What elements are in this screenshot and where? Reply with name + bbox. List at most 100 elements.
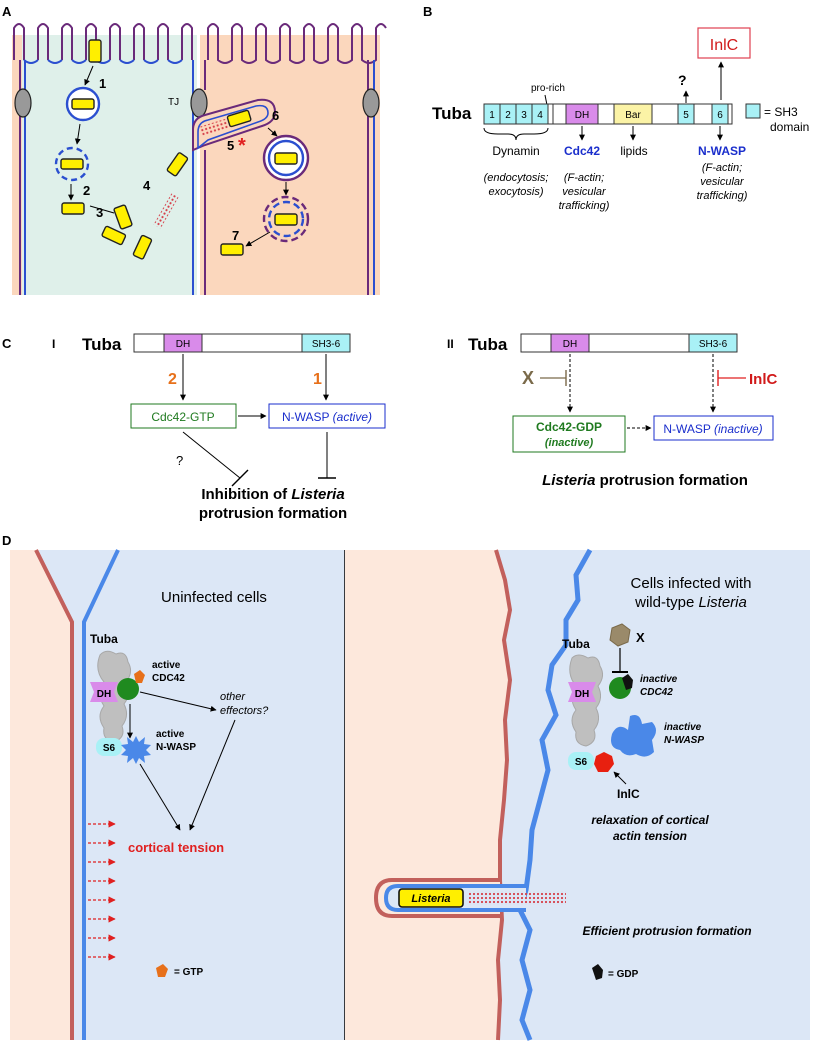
d-right-title1: Cells infected with [631, 575, 752, 592]
d-left-title: Uninfected cells [161, 589, 267, 606]
gtp-icon-legend [156, 964, 168, 977]
d-left-arrow-other [139, 691, 217, 712]
panel-letter-b: B [423, 4, 432, 19]
sh3-label-6: 6 [717, 110, 723, 121]
step-5: 5 [227, 138, 234, 153]
bacterium-4 [166, 152, 189, 177]
d-right-relax2: actin tension [613, 829, 687, 843]
tuba-c2: Tuba [468, 335, 508, 354]
question-mark: ? [678, 72, 687, 88]
step-1: 1 [99, 76, 106, 91]
d-right-nwasp-shape [611, 715, 656, 757]
cdc42-gdp-box [512, 415, 626, 453]
dh-c2-label: DH [563, 339, 577, 350]
vacuole-7 [262, 195, 310, 243]
pro-rich-line [544, 94, 548, 106]
cdc42-gdp-state: (inactive) [545, 437, 594, 449]
sh3-5 [677, 103, 695, 125]
dh-domain [565, 103, 599, 125]
d-right-dh-shape [568, 682, 596, 702]
step-7: 7 [232, 228, 239, 243]
vacuole-6-inner [267, 139, 305, 177]
gdp-icon-legend [592, 964, 603, 980]
vacuole-7-inner [267, 200, 305, 238]
d-left-other-1: other [220, 691, 246, 703]
sh3-c1-label: SH3-6 [312, 339, 341, 350]
d-left-s6-label: S6 [103, 743, 116, 754]
dynamin-brace [483, 127, 549, 141]
num-2: 2 [168, 371, 177, 388]
inlc-label: InlC [710, 37, 738, 54]
d-right-relax1: relaxation of cortical [591, 813, 709, 827]
peach-cell-left [12, 35, 22, 295]
bacterium-2 [60, 158, 84, 170]
d-right-inactive-cdc42-2: CDC42 [640, 687, 673, 698]
d-left-arrow-tension1 [139, 763, 181, 831]
green-cell [17, 35, 197, 295]
nwasp-inactive-box [653, 415, 774, 441]
nwasp-sub3: trafficking) [697, 190, 748, 202]
inlc-c2: InlC [749, 371, 777, 388]
d-right-s6-label: S6 [575, 757, 588, 768]
bacterium-5 [226, 109, 252, 128]
d-listeria-tail [468, 891, 566, 905]
d-right-dh: DH [575, 689, 589, 700]
sh3-legend-text-2: domain [770, 120, 809, 134]
d-left-dh: DH [97, 689, 111, 700]
dh-c2 [550, 333, 590, 353]
actin-tail-4 [153, 193, 179, 229]
d-right-title2: wild-type Listeria [634, 594, 747, 611]
inhibit-c1-cdc [182, 431, 241, 479]
cdc42-sub3: trafficking) [559, 200, 610, 212]
nwasp-active: N-WASP (active) [282, 410, 372, 424]
line-a-3 [89, 205, 115, 214]
pro-rich-box [547, 103, 554, 125]
inlc-box [697, 27, 751, 59]
microvilli-top-blue [23, 59, 183, 64]
result-c1-line1: Inhibition of Listeria [201, 486, 344, 503]
dynamin-sub2: exocytosis) [488, 186, 543, 198]
nwasp-sub1: (F-actin; [702, 162, 742, 174]
bacterium-7-free [220, 243, 244, 256]
sh3-label-2: 2 [505, 110, 511, 121]
dh-c1 [163, 333, 203, 353]
sh3-c1 [301, 333, 351, 353]
sh3-label-5: 5 [683, 110, 689, 121]
tight-junction-mid [190, 88, 208, 118]
cdc42-sub2: vesicular [562, 186, 607, 198]
d-right-blue-membrane [517, 548, 593, 1041]
microvilli-left [13, 23, 193, 60]
tight-junction-left [14, 88, 32, 118]
d-right-inlc-arrow [613, 771, 627, 785]
d-right-x: X [636, 630, 645, 645]
cdc42-gtp: Cdc42-GTP [151, 410, 214, 424]
d-left-active-cdc42-1: active [152, 660, 181, 671]
d-left-tuba: Tuba [90, 632, 118, 646]
d-right-inlc-shape [594, 752, 614, 772]
protrusion-tail [199, 117, 233, 137]
step-3: 3 [96, 205, 103, 220]
d-left-active-cdc42-2: CDC42 [152, 673, 185, 684]
cdc42-gdp: Cdc42-GDP [536, 420, 602, 434]
tuba-b: Tuba [432, 104, 472, 123]
sh3-legend-text: = SH3 [764, 105, 798, 119]
bacterium-3b [101, 225, 127, 246]
d-left-gtp: = GTP [174, 967, 204, 978]
result-c1-line2: protrusion formation [199, 505, 347, 522]
inhibit-c1-cdc-bar [231, 469, 249, 487]
dh-label: DH [575, 110, 589, 121]
d-right-efficient: Efficient protrusion formation [582, 924, 751, 938]
vacuole-2 [54, 146, 90, 182]
d-listeria [398, 888, 464, 908]
d-right-inactive-cdc42-1: inactive [640, 674, 678, 685]
result-c2: Listeria protrusion formation [542, 472, 748, 489]
panel-d: D Listeria Uninfected cells Tuba DH acti… [2, 533, 810, 1041]
d-left-blue-membrane [82, 549, 120, 1040]
roman-ii: II [447, 337, 454, 351]
bacterium-free [61, 202, 85, 215]
d-left-other-2: effectors? [220, 705, 269, 717]
nwasp-sub2: vesicular [700, 176, 745, 188]
bacterium-7 [274, 213, 298, 226]
gtp-icon-cdc42 [134, 670, 145, 683]
d-left-red-membrane [34, 549, 74, 1040]
